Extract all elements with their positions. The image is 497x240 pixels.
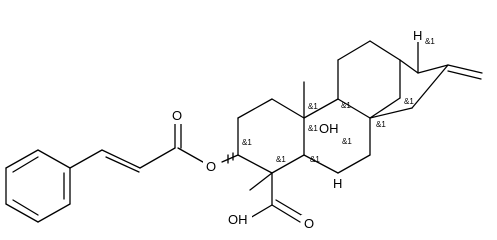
- stereo-label: &1: [308, 102, 318, 111]
- stereo-label: &1: [376, 120, 386, 129]
- stereo-label: &1: [276, 155, 286, 164]
- stereo-label: &1: [310, 155, 320, 164]
- stereo-label: &1: [308, 124, 318, 133]
- bridgehead-hydrogen: H: [413, 28, 422, 43]
- ester-oxygen: O: [206, 159, 216, 174]
- ring-c: [337, 40, 419, 119]
- stereo-label: &1: [342, 137, 352, 146]
- hydroxyl-label: OH: [319, 121, 339, 136]
- carboxylic-acid: [249, 172, 304, 223]
- stereo-label: &1: [242, 138, 252, 147]
- carbonyl-oxygen: O: [172, 108, 182, 123]
- acid-oxygen: O: [304, 216, 314, 231]
- ring-b: [303, 98, 371, 174]
- ring-junction-hydrogen: H: [333, 176, 342, 191]
- methyl-groups: [249, 81, 305, 191]
- stereo-label: &1: [404, 97, 414, 106]
- cinnamoyl-chain: [69, 120, 211, 173]
- ring-a: [221, 98, 305, 174]
- stereo-label: &1: [341, 101, 351, 110]
- phenyl-ring: [5, 149, 71, 223]
- atom-labels: O O OH OH O H H: [169, 28, 425, 231]
- stereo-annotations: &1 &1 &1 &1 &1 &1 &1 &1 &1 &1: [242, 37, 435, 164]
- acid-hydroxyl-label: OH: [228, 212, 248, 227]
- ring-d-bridge: [369, 39, 483, 119]
- stereo-label: &1: [425, 37, 435, 46]
